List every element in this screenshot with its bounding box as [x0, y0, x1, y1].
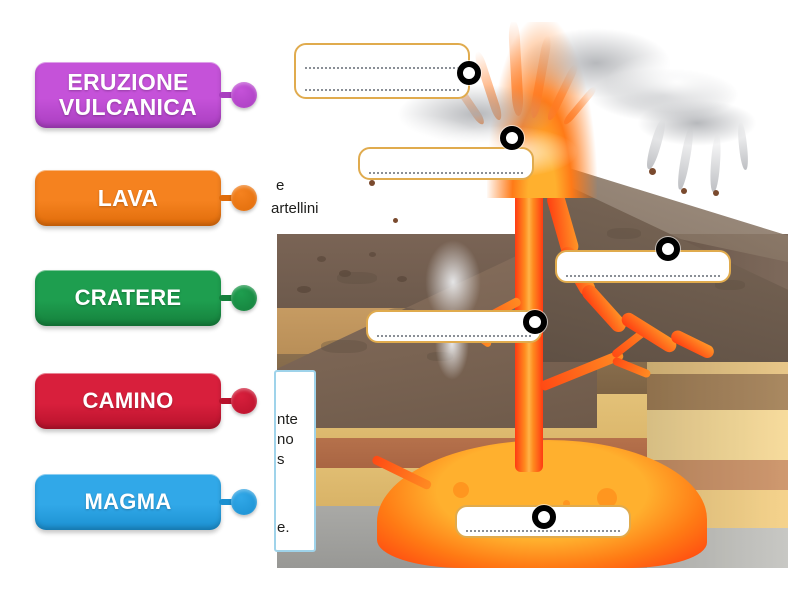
label-connector-knob[interactable]	[231, 489, 257, 515]
drop-zone-rule	[566, 275, 720, 277]
label-text: LAVA	[97, 184, 159, 211]
draggable-label-lava[interactable]: LAVA	[35, 170, 221, 226]
volcanic-bomb	[713, 190, 719, 196]
drop-zone-anchor-icon[interactable]	[500, 126, 524, 150]
rock-speck	[317, 256, 326, 262]
slope-shadow	[321, 340, 367, 353]
magma-bubble	[453, 482, 469, 498]
label-connector-stem	[219, 499, 239, 505]
drop-zone-rule	[377, 335, 531, 337]
drop-zone-rule	[305, 67, 459, 69]
drop-zone[interactable]	[555, 250, 731, 283]
magma-bubble	[563, 500, 570, 507]
draggable-label-magma[interactable]: MAGMA	[35, 474, 221, 530]
slope-shadow	[337, 272, 377, 284]
rock-speck	[397, 276, 407, 282]
volcano-diagram-image	[277, 22, 788, 568]
drop-zone[interactable]	[294, 43, 470, 99]
label-connector-knob[interactable]	[231, 285, 257, 311]
slope-shadow	[607, 228, 641, 239]
drop-zone-anchor-icon[interactable]	[457, 61, 481, 85]
drop-zone-rule	[466, 530, 620, 532]
label-text: CRATERE	[74, 285, 182, 311]
background-text-fragment-1: e	[276, 177, 285, 194]
draggable-label-cratere[interactable]: CRATERE	[35, 270, 221, 326]
slope-shadow	[715, 280, 745, 290]
drop-zone-anchor-icon[interactable]	[656, 237, 680, 261]
label-text: MAGMA	[84, 489, 172, 515]
volcanic-bomb	[649, 168, 656, 175]
label-connector-stem	[219, 398, 239, 404]
label-text-line-1: ERUZIONE	[67, 69, 189, 96]
label-text: CAMINO	[82, 388, 174, 414]
label-connector-knob[interactable]	[231, 185, 257, 211]
rock-speck	[297, 286, 311, 293]
background-text-fragment-4: no	[277, 431, 294, 448]
drop-zone[interactable]	[358, 147, 534, 180]
lava-flow	[545, 189, 717, 384]
label-connector-stem	[219, 92, 239, 98]
lava-flow-segment	[619, 310, 679, 355]
draggable-label-camino[interactable]: CAMINO	[35, 373, 221, 429]
label-connector-stem	[219, 195, 239, 201]
volcanic-bomb	[681, 188, 687, 194]
label-connector-knob[interactable]	[231, 82, 257, 108]
label-connector-stem	[219, 295, 239, 301]
rock-speck	[339, 270, 351, 277]
drop-zone-rule	[369, 172, 523, 174]
background-note-card	[274, 370, 316, 552]
label-connector-knob[interactable]	[231, 388, 257, 414]
drop-zone[interactable]	[366, 310, 542, 343]
drop-zone-anchor-icon[interactable]	[523, 310, 547, 334]
background-text-fragment-6: e.	[277, 519, 290, 536]
ash-puff	[607, 52, 747, 112]
background-text-fragment-2: artellini	[271, 200, 319, 217]
magma-bubble	[597, 488, 617, 508]
drop-zone-anchor-icon[interactable]	[532, 505, 556, 529]
background-text-fragment-5: s	[277, 451, 285, 468]
label-text-line-2: VULCANICA	[58, 94, 198, 120]
lava-flow-segment	[579, 281, 629, 336]
volcanic-bomb	[393, 218, 398, 223]
rock-speck	[369, 252, 376, 257]
background-text-fragment-3: nte	[277, 411, 298, 428]
drop-zone-rule	[305, 89, 459, 91]
volcanic-bomb	[369, 180, 375, 186]
